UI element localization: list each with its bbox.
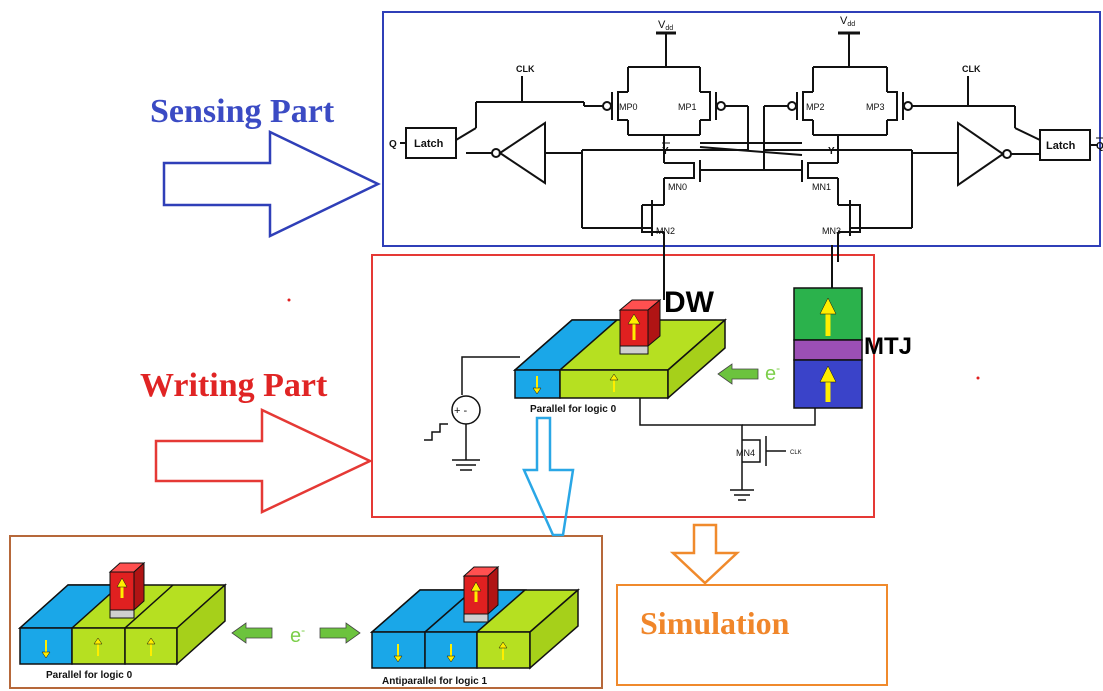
- sensing-arrow: [162, 130, 381, 238]
- dw-label: DW: [664, 286, 715, 319]
- source-symbol: + -: [454, 405, 467, 417]
- mn3-label: MN3: [822, 226, 841, 236]
- q-bar-label: Q: [1096, 141, 1103, 152]
- electron-label: e-: [765, 361, 780, 385]
- sensing-circuit: [400, 31, 1098, 300]
- clk-small-label: CLK: [790, 450, 802, 456]
- parallel-caption: Parallel for logic 0: [46, 670, 133, 681]
- results-box: [9, 535, 603, 689]
- parallel-slab: [18, 561, 227, 666]
- mn4-label: MN4: [736, 448, 755, 458]
- vdd-right-label: Vdd: [840, 15, 855, 28]
- sensing-part-box: [382, 11, 1101, 247]
- mn1-label: MN1: [812, 182, 831, 192]
- clk-label-left: CLK: [516, 64, 535, 74]
- writing-circuit: [424, 356, 816, 501]
- mtj-label: MTJ: [864, 333, 912, 360]
- down-arrow-to-results: [522, 416, 575, 537]
- antiparallel-caption: Antiparallel for logic 1: [382, 676, 487, 687]
- domain-wall-slab: [513, 318, 727, 400]
- mn2-label: MN2: [656, 226, 675, 236]
- stray-dot: [287, 298, 291, 302]
- simulation-title: Simulation: [640, 605, 790, 641]
- sensing-part-title: Sensing Part: [150, 93, 335, 130]
- latch-right-label: Latch: [1046, 140, 1076, 152]
- vdd-left-label: Vdd: [658, 19, 673, 32]
- electron-flow-arrow: [717, 363, 759, 385]
- latch-left-label: Latch: [414, 138, 444, 150]
- mp1-label: MP1: [678, 102, 697, 112]
- dw-read-head: [618, 298, 662, 355]
- y-bar-label: Y: [662, 146, 669, 157]
- writing-arrow: [154, 408, 373, 514]
- mp2-label: MP2: [806, 102, 825, 112]
- mp0-label: MP0: [619, 102, 638, 112]
- results-electron-arrows: [231, 622, 361, 644]
- y-label: Y: [828, 146, 835, 157]
- mp3-label: MP3: [866, 102, 885, 112]
- stray-dot: [976, 376, 980, 380]
- simulation-box: [616, 584, 888, 686]
- q-label: Q: [389, 139, 397, 150]
- writing-part-box: [371, 254, 875, 518]
- mtj-stack: [793, 287, 863, 409]
- writing-caption: Parallel for logic 0: [530, 404, 617, 415]
- down-arrow-to-simulation: [669, 523, 741, 585]
- results-electron-label: e-: [290, 623, 305, 647]
- writing-part-title: Writing Part: [140, 367, 328, 404]
- antiparallel-slab: [370, 565, 580, 670]
- clk-label-right: CLK: [962, 64, 981, 74]
- mn0-label: MN0: [668, 182, 687, 192]
